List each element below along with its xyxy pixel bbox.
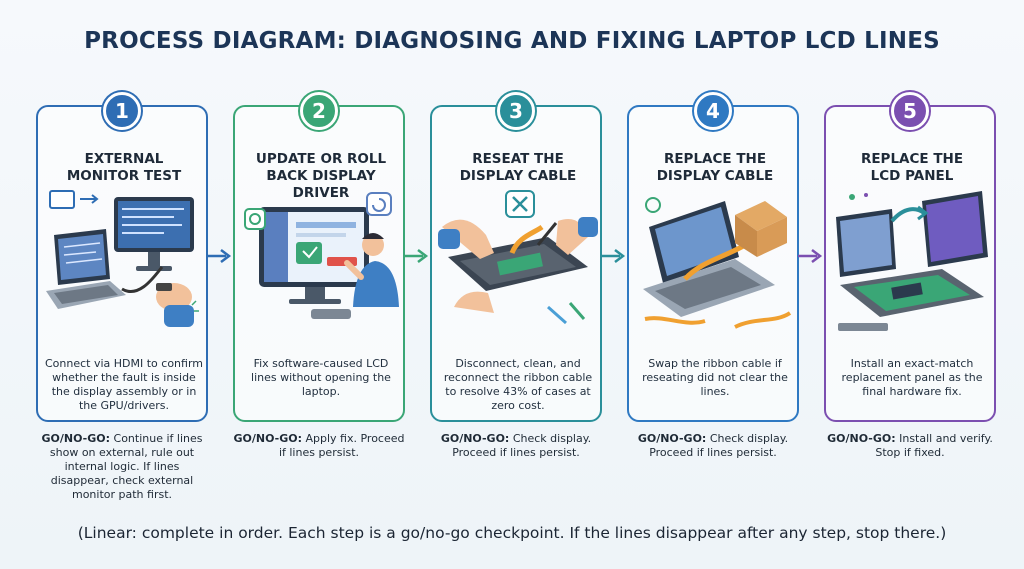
step-number-badge: 2 (300, 92, 338, 130)
step-4-gonogo: GO/NO-GO: Check display. Proceed if line… (637, 432, 789, 459)
step-2-gonogo: GO/NO-GO: Apply fix. Proceed if lines pe… (233, 432, 405, 459)
arrow-right-icon (601, 249, 626, 263)
replace-panel-illustration (836, 191, 988, 331)
step-5: 5 REPLACE THE LCD PANEL Install an exact… (824, 92, 996, 422)
step-title: EXTERNAL MONITOR TEST (66, 151, 182, 184)
step-number-badge: 4 (694, 92, 732, 130)
step-description: Swap the ribbon cable if reseating did n… (642, 357, 788, 398)
arrow-right-icon (798, 249, 823, 263)
reseat-cable-illustration (438, 190, 598, 325)
step-3-gonogo: GO/NO-GO: Check display. Proceed if line… (440, 432, 592, 459)
step-title: REPLACE THE DISPLAY CABLE (656, 151, 774, 184)
step-number-badge: 5 (891, 92, 929, 130)
arrow-right-icon (207, 249, 232, 263)
page-title: PROCESS DIAGRAM: DIAGNOSING AND FIXING L… (84, 28, 940, 54)
laptop-hdmi-monitor-illustration (46, 190, 199, 327)
step-1: 1 EXTERNAL MONITOR TEST (36, 92, 208, 422)
arrow-right-icon (404, 249, 429, 263)
step-1-gonogo: GO/NO-GO: Continue if lines show on exte… (41, 432, 203, 501)
step-title: RESEAT THE DISPLAY CABLE (459, 151, 577, 184)
driver-update-illustration (244, 192, 399, 319)
replace-cable-illustration (643, 197, 792, 329)
step-number-badge: 1 (103, 92, 141, 130)
step-description: Fix software-caused LCD lines without op… (251, 357, 391, 398)
step-2: 2 UPDATE OR ROLL BACK DISPLAY DRIVER (233, 92, 405, 422)
step-title: REPLACE THE LCD PANEL (860, 151, 964, 184)
step-number-badge: 3 (497, 92, 535, 130)
step-card: REPLACE THE DISPLAY CABLE Swap the ribbo… (627, 105, 799, 422)
step-card: REPLACE THE LCD PANEL Install an exact-m… (824, 105, 996, 422)
step-description: Install an exact-match replacement panel… (841, 357, 983, 398)
step-3: 3 RESEAT THE DISPLAY CABLE Disconnect, c… (430, 92, 602, 422)
step-5-gonogo: GO/NO-GO: Install and verify. Stop if fi… (827, 432, 993, 459)
footer-note: (Linear: complete in order. Each step is… (77, 524, 947, 542)
step-title: UPDATE OR ROLL BACK DISPLAY DRIVER (255, 151, 387, 201)
step-4: 4 REPLACE THE DISPLAY CABLE Swap the rib… (627, 92, 799, 422)
step-card: UPDATE OR ROLL BACK DISPLAY DRIVER (233, 105, 405, 422)
step-description: Connect via HDMI to confirm whether the … (44, 357, 204, 412)
step-description: Disconnect, clean, and reconnect the rib… (443, 357, 593, 412)
step-card: EXTERNAL MONITOR TEST (36, 105, 208, 422)
step-card: RESEAT THE DISPLAY CABLE Disconnect, cle… (430, 105, 602, 422)
